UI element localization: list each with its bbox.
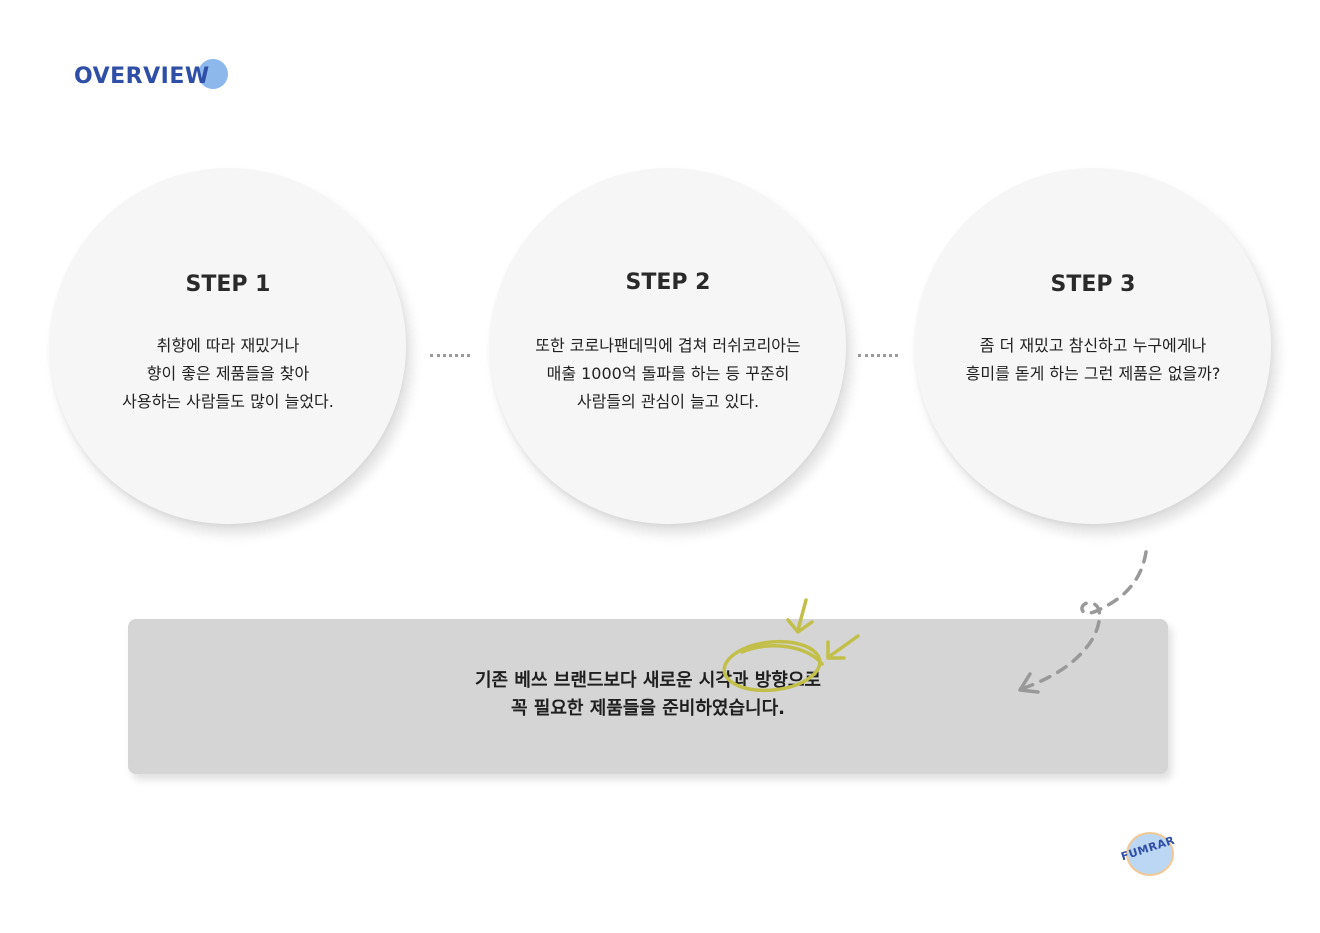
step-description: 또한 코로나팬데믹에 겹쳐 러쉬코리아는 매출 1000억 돌파를 하는 등 꾸…: [535, 336, 801, 411]
step-circle-1: STEP 1 취향에 따라 재밌거나 향이 좋은 제품들을 찾아 사용하는 사람…: [50, 168, 406, 524]
logo-ring: [1126, 832, 1174, 876]
step-circle-3: STEP 3 좀 더 재밌고 참신하고 누구에게나 흥미를 돋게 하는 그런 제…: [915, 168, 1271, 524]
step-title: STEP 3: [1050, 272, 1136, 297]
summary-text: 기존 베쓰 브랜드보다 새로운 시각과 방향으로 꼭 필요한 제품들을 준비하였…: [475, 670, 821, 719]
connector-dots: [430, 354, 470, 361]
dot-icon: [198, 59, 228, 89]
step-title: STEP 1: [185, 272, 271, 297]
step-description: 취향에 따라 재밌거나 향이 좋은 제품들을 찾아 사용하는 사람들도 많이 늘…: [122, 336, 334, 411]
page-title: OVERVIEW: [74, 64, 210, 89]
overview-header: OVERVIEW: [74, 58, 244, 98]
summary-box: 기존 베쓰 브랜드보다 새로운 시각과 방향으로 꼭 필요한 제품들을 준비하였…: [128, 619, 1168, 774]
step-description: 좀 더 재밌고 참신하고 누구에게나 흥미를 돋게 하는 그런 제품은 없을까?: [965, 336, 1221, 383]
step-title: STEP 2: [625, 270, 711, 295]
connector-dots: [858, 354, 898, 361]
step-circle-2: STEP 2 또한 코로나팬데믹에 겹쳐 러쉬코리아는 매출 1000억 돌파를…: [490, 168, 846, 524]
brand-logo-icon: FUMRAR: [1118, 828, 1184, 876]
